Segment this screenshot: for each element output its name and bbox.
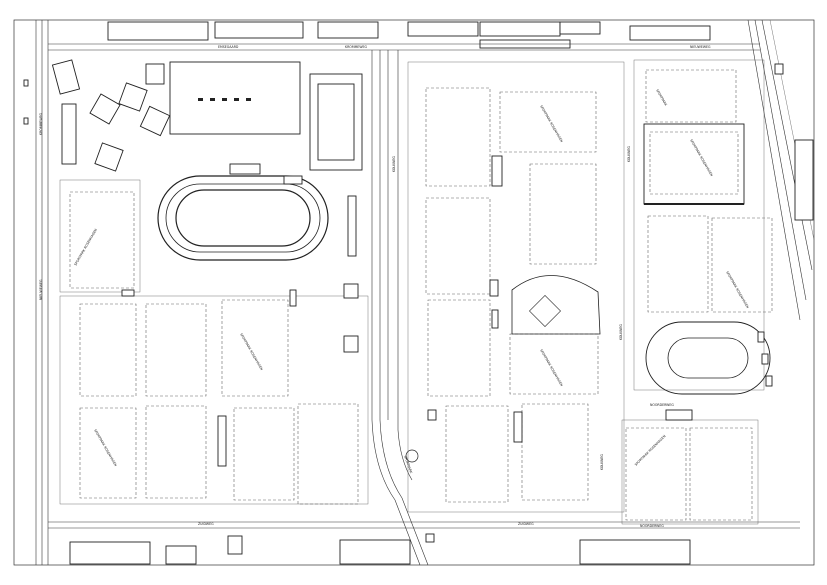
field-label: SPORTPARK ROSENHAGEN bbox=[239, 333, 264, 372]
southeast-fields bbox=[621, 409, 759, 525]
street-label: KOLKWEG bbox=[392, 156, 396, 172]
northwest-buildings bbox=[51, 59, 171, 172]
bottom-buildings bbox=[69, 533, 691, 565]
marker bbox=[23, 79, 29, 87]
building bbox=[794, 139, 814, 221]
field-label: SPORTPARK ROSENHAGEN bbox=[539, 349, 564, 388]
street-label: KROMMEWEG bbox=[345, 45, 367, 49]
building bbox=[774, 63, 784, 75]
street-label: ZUIDWEG bbox=[198, 522, 214, 526]
map-frame bbox=[13, 19, 815, 566]
street-label: NIEUWEWEG bbox=[690, 45, 711, 49]
field-label: SPORTPARK ROSENHAGEN bbox=[725, 271, 750, 310]
street-label: KOLKWEG bbox=[600, 454, 604, 470]
left-road bbox=[35, 20, 49, 565]
field-label: SPORTPARK ROSENHAGEN bbox=[539, 105, 564, 144]
center-buildings bbox=[121, 195, 359, 467]
street-label: ZUIDWEG bbox=[518, 522, 534, 526]
street-labels: KROMMEWEG EMSEGAARD KROMMEWEG NIEUWEWEG … bbox=[39, 45, 711, 528]
street-label: KOLKWEG bbox=[627, 146, 631, 162]
roundabout bbox=[405, 449, 419, 463]
field-label: SPORTPARK ROSENHAGEN bbox=[73, 227, 98, 266]
athletics-track bbox=[157, 163, 329, 261]
street-label: NIEUWEWEG bbox=[39, 279, 43, 300]
west-fields bbox=[59, 179, 369, 505]
east-fields bbox=[407, 61, 625, 513]
field-label: SPORTPARK ROSENHAGEN bbox=[634, 434, 667, 467]
street-label: KOLKWEG bbox=[619, 324, 623, 340]
street-label: NOORDERWEG bbox=[650, 403, 674, 407]
street-label: EMSEGAARD bbox=[218, 45, 239, 49]
northeast-fields bbox=[633, 59, 773, 391]
street-label: NOORDERWEG bbox=[640, 524, 664, 528]
top-road bbox=[48, 43, 760, 51]
central-roads bbox=[371, 50, 429, 566]
housing-oval bbox=[645, 321, 773, 395]
field-label: SPORTPARK ROSENHAGEN bbox=[93, 429, 118, 468]
bottom-road bbox=[48, 521, 800, 529]
marker bbox=[23, 117, 29, 125]
street-label: SPORTPARK bbox=[403, 455, 413, 475]
main-building bbox=[169, 61, 363, 171]
railway-lines bbox=[747, 19, 815, 321]
field-label: SPORTPARK bbox=[655, 89, 668, 108]
baseball-diamond bbox=[511, 275, 601, 335]
street-label: KROMMEWEG bbox=[39, 113, 43, 135]
